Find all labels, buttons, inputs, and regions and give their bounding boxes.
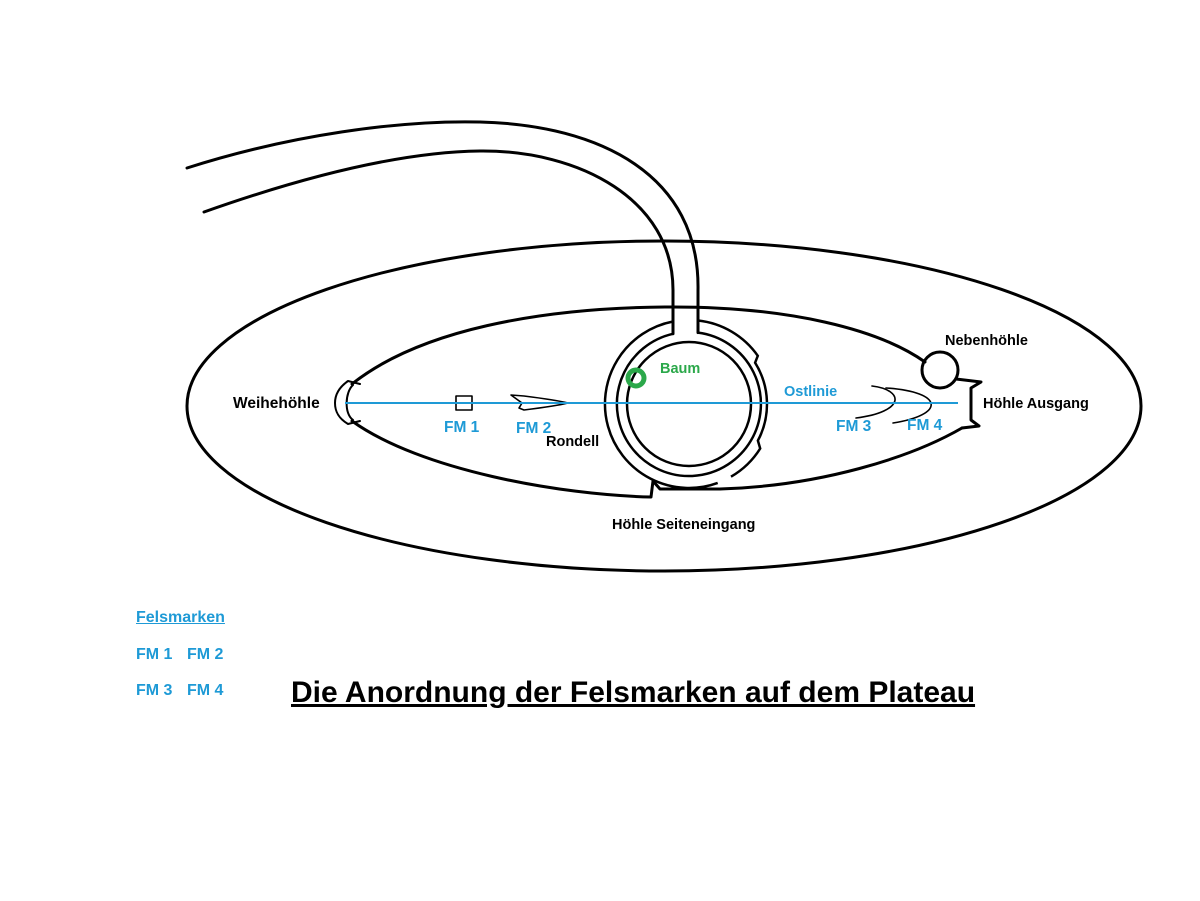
hoehle-ausgang-opening: [954, 377, 983, 430]
road-outer-edge: [185, 120, 700, 335]
rondell-middle-ring: [615, 331, 763, 478]
label-fm4: FM 4: [907, 417, 943, 434]
legend-item-fm4: FM 4: [187, 682, 224, 699]
nebenhoehle-cave: [920, 350, 960, 390]
inner-plateau: [350, 305, 964, 499]
label-hoehle-seiteneingang: Höhle Seiteneingang: [612, 517, 755, 533]
legend-item-fm1: FM 1: [136, 646, 173, 663]
baum-tree-icon: [625, 367, 647, 389]
label-fm2: FM 2: [516, 420, 551, 437]
fm3-marker: [855, 385, 896, 419]
label-nebenhoehle: Nebenhöhle: [945, 333, 1028, 349]
label-rondell: Rondell: [546, 434, 599, 450]
label-fm1: FM 1: [444, 419, 480, 436]
access-road: [185, 120, 700, 336]
legend-item-fm2: FM 2: [187, 646, 224, 663]
rondell: [603, 319, 769, 490]
label-hoehle-ausgang: Höhle Ausgang: [983, 396, 1089, 412]
road-inner-edge: [202, 149, 675, 336]
label-fm3: FM 3: [836, 418, 872, 435]
label-baum: Baum: [660, 361, 700, 377]
label-ostlinie: Ostlinie: [784, 384, 837, 400]
weihehoehle-cave-outer: [334, 380, 361, 425]
inner-plateau-upper-edge: [350, 305, 927, 386]
label-weihehoehle: Weihehöhle: [233, 395, 320, 412]
legend-item-fm3: FM 3: [136, 682, 173, 699]
rondell-outer-ring-west: [603, 320, 719, 490]
inner-plateau-lower-edge: [350, 419, 964, 499]
rondell-outer-ring-east: [697, 319, 769, 478]
diagram-title: Die Anordnung der Felsmarken auf dem Pla…: [291, 676, 976, 709]
legend-heading: Felsmarken: [136, 609, 225, 626]
